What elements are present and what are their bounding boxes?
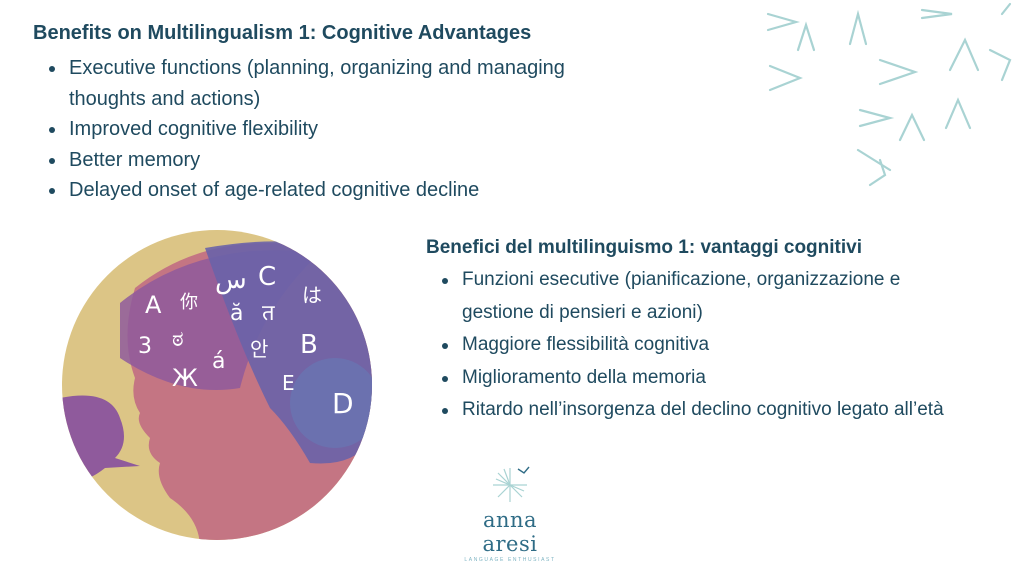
list-item: Funzioni esecutive (pianificazione, orga… (426, 264, 942, 329)
list-item: Miglioramento della memoria (426, 362, 986, 395)
italian-title: Benefici del multilinguismo 1: vantaggi … (426, 237, 862, 258)
glyph: 你 (180, 292, 198, 313)
list-item: Executive functions (planning, organizin… (33, 53, 593, 114)
glyph: は (302, 283, 322, 307)
chevron-decoration-icon (766, 2, 1012, 187)
glyph: ಠ (172, 327, 184, 352)
italian-bullet-list: Funzioni esecutive (pianificazione, orga… (426, 264, 986, 427)
list-item: Improved cognitive flexibility (33, 114, 593, 145)
glyph: B (300, 330, 318, 360)
anna-aresi-logo: anna aresi LANGUAGE ENTHUSIAST (455, 465, 565, 563)
glyph: E (282, 371, 295, 395)
english-title: Benefits on Multilingualism 1: Cognitive… (33, 22, 532, 44)
list-item: Ritardo nell’insorgenza del declino cogn… (426, 394, 982, 427)
glyph: A (145, 291, 162, 319)
logo-name: anna aresi (482, 508, 538, 556)
english-bullet-list: Executive functions (planning, organizin… (33, 53, 593, 206)
glyph: 3 (138, 334, 152, 359)
glyph: C (258, 262, 276, 292)
list-item: Delayed onset of age-related cognitive d… (33, 175, 593, 206)
glyph: Ж (172, 364, 198, 392)
logo-tagline: LANGUAGE ENTHUSIAST (464, 557, 556, 563)
glyph: س (215, 265, 247, 295)
glyph: ӑ (230, 301, 243, 326)
glyph: D (332, 387, 354, 420)
list-item: Maggiore flessibilità cognitiva (426, 329, 986, 362)
glyph: 안 (250, 337, 268, 361)
glyph: á (212, 349, 225, 374)
list-item: Better memory (33, 145, 593, 176)
starburst-icon (493, 466, 530, 502)
brain-illustration: A 你 س C ӑ त は 3 ಠ á 안 B Ж E D (62, 230, 372, 540)
glyph: त (262, 301, 275, 326)
